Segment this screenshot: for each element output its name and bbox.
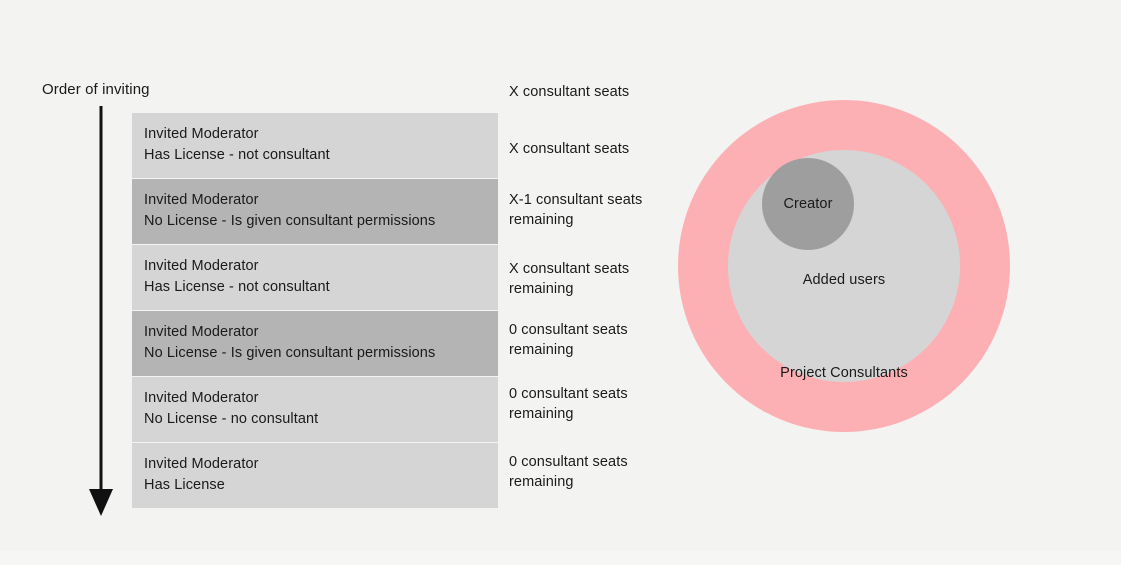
seat-note: 0 consultant seats remaining: [509, 386, 628, 422]
step-role: Invited Moderator: [144, 126, 259, 142]
seat-note: X consultant seats: [509, 141, 630, 157]
step-detail: Has License - not consultant: [144, 279, 330, 295]
step-role: Invited Moderator: [144, 192, 259, 208]
step-role: Invited Moderator: [144, 390, 259, 406]
order-of-inviting-label: Order of inviting: [42, 81, 150, 98]
seat-note: 0 consultant seats remaining: [509, 322, 628, 358]
creator-label: Creator: [783, 196, 833, 212]
step-detail: Has License: [144, 477, 225, 493]
seat-note: X consultant seats: [509, 84, 630, 100]
step-role: Invited Moderator: [144, 456, 259, 472]
step-detail: No License - Is given consultant permiss…: [144, 213, 436, 229]
step-role: Invited Moderator: [144, 324, 259, 340]
step-role: Invited Moderator: [144, 258, 259, 274]
step-detail: No License - Is given consultant permiss…: [144, 345, 436, 361]
seat-note: X-1 consultant seats remaining: [509, 192, 643, 228]
step-row: Invited Moderator No License - no consult…: [132, 377, 498, 442]
bottom-strip: [0, 551, 1121, 565]
step-detail: Has License - not consultant: [144, 147, 330, 163]
step-row: Invited Moderator No License - Is given c…: [132, 179, 498, 244]
creator-circle: [762, 158, 854, 250]
project-consultants-label: Project Consultants: [780, 365, 908, 381]
added-users-label: Added users: [802, 272, 886, 288]
step-row: Invited Moderator No License - Is given c…: [132, 311, 498, 376]
seat-note: 0 consultant seats remaining: [509, 454, 628, 490]
seat-note: X consultant seats remaining: [509, 261, 630, 297]
step-detail: No License - no consultant: [144, 411, 319, 427]
downward-arrow-icon: [89, 106, 113, 516]
